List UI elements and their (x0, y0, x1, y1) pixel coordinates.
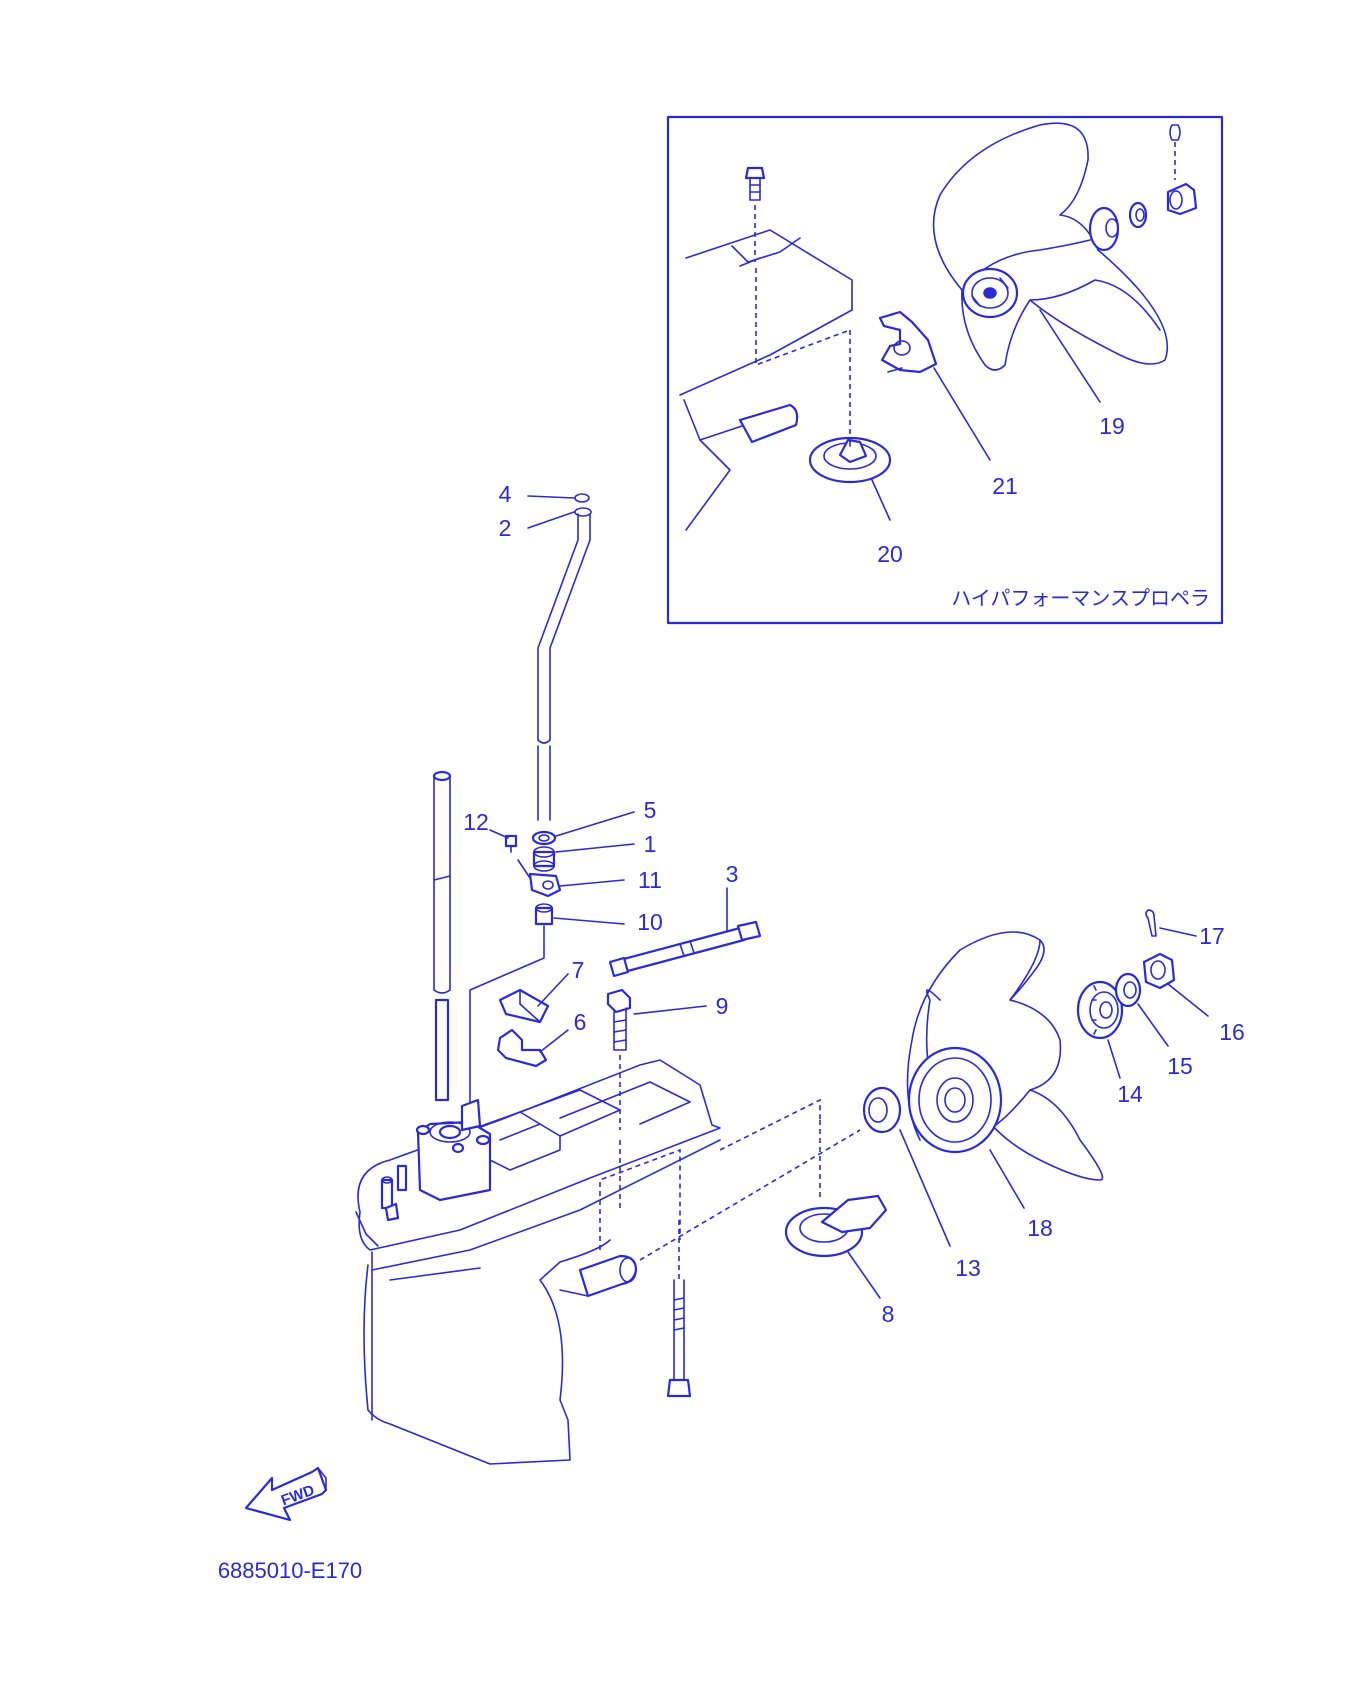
leader-lines (489, 495, 1209, 1299)
part-7-block (498, 988, 550, 1024)
inset-gearcase-fragment (679, 229, 853, 531)
callout-14: 14 (1117, 1081, 1143, 1107)
fwd-arrow-icon: FWD (244, 1466, 328, 1522)
part-19-propeller-inset (932, 122, 1169, 371)
callout-20: 20 (877, 541, 903, 567)
callout-11: 11 (638, 867, 662, 893)
callout-7: 7 (572, 957, 585, 983)
callout-9: 9 (716, 993, 729, 1019)
part-13-spacer (639, 1086, 902, 1261)
lower-bolt (666, 1220, 692, 1398)
callout-5: 5 (644, 797, 657, 823)
part-8-thrust-washer (719, 1098, 888, 1258)
small-parts-stack (469, 830, 562, 1111)
callout-13: 13 (955, 1255, 981, 1281)
callout-17: 17 (1199, 923, 1225, 949)
inset-bolt (744, 166, 766, 262)
callout-18: 18 (1027, 1215, 1053, 1241)
part-9-bolt (606, 988, 632, 1130)
part-21-spacer (878, 310, 938, 374)
inset-washer-nut-pin (1088, 124, 1198, 252)
lower-gearcase (355, 1059, 721, 1465)
callout-6: 6 (574, 1009, 587, 1035)
callout-2: 2 (499, 515, 512, 541)
callout-numbers: 4 2 5 1 12 11 10 3 7 6 9 17 16 15 14 18 … (463, 481, 1245, 1327)
drawing-code: 6885010-E170 (218, 1558, 362, 1583)
callout-3: 3 (726, 861, 739, 887)
callout-10: 10 (637, 909, 663, 935)
callout-8: 8 (882, 1301, 895, 1327)
high-performance-propeller-inset: 19 21 20 ハイパフォーマンスプロペラ (666, 115, 1224, 625)
part-6-clip (496, 1028, 548, 1068)
callout-16: 16 (1219, 1019, 1245, 1045)
part-16-nut (1142, 952, 1176, 990)
callout-15: 15 (1167, 1053, 1193, 1079)
water-tube (537, 493, 592, 821)
callout-12: 12 (463, 809, 489, 835)
callout-21: 21 (992, 473, 1018, 499)
part-15-spacer (1114, 972, 1142, 1008)
part-3-shaft (608, 920, 762, 978)
shift-rod (432, 770, 452, 1102)
inset-caption: ハイパフォーマンスプロペラ (951, 588, 1210, 610)
part-18-propeller (906, 931, 1104, 1181)
part-20-thrust-washer (808, 436, 892, 484)
callout-1: 1 (644, 831, 657, 857)
part-14-washer (1076, 980, 1124, 1040)
callout-19: 19 (1099, 413, 1125, 439)
callout-4: 4 (499, 481, 512, 507)
part-17-cotter-pin (1145, 909, 1157, 937)
